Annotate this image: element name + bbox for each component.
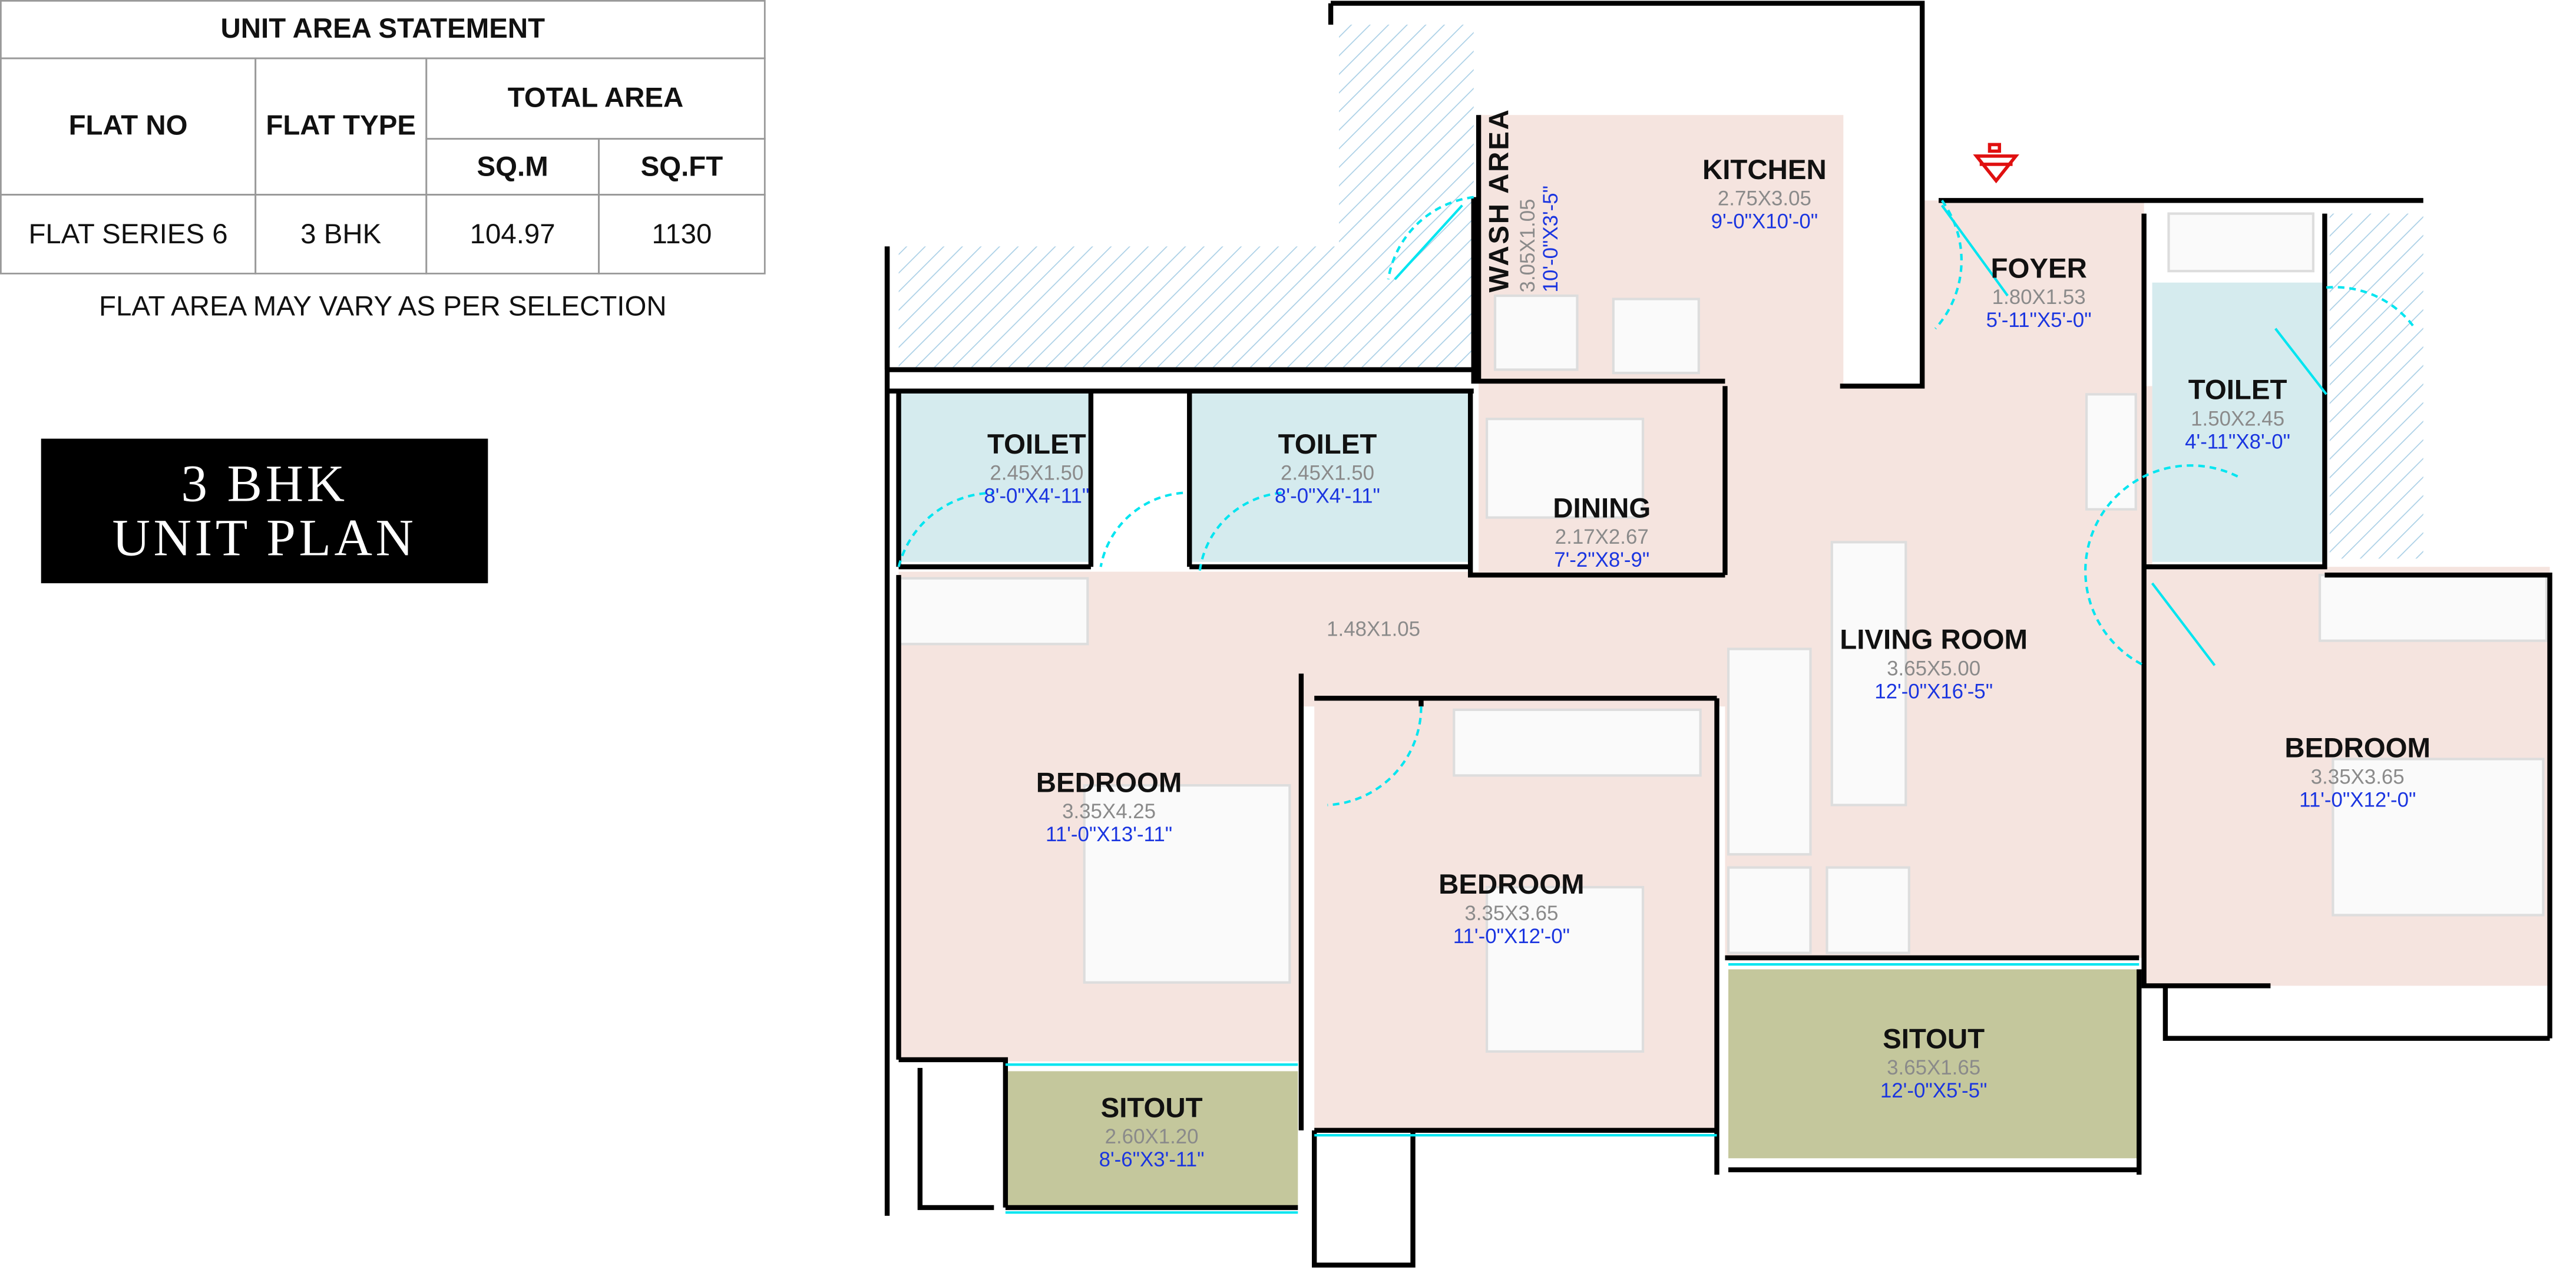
room-name: TOILET: [1278, 428, 1377, 460]
room-dim-imperial: 5'-11"X5'-0": [1986, 309, 2092, 332]
room-foyer: FOYER 1.80X1.53 5'-11"X5'-0": [1986, 253, 2092, 332]
room-dim-metric: 2.17X2.67: [1555, 525, 1649, 549]
unit-plan-badge: 3 BHK UNIT PLAN: [41, 438, 488, 584]
room-dim-imperial: 4'-11"X8'-0": [2185, 430, 2291, 454]
room-dim-metric: 3.35X3.65: [2310, 765, 2405, 789]
room-toilet-right: TOILET 1.50X2.45 4'-11"X8'-0": [2185, 375, 2290, 454]
furniture: [897, 212, 2548, 1053]
room-dim-metric: 2.60X1.20: [1105, 1125, 1199, 1149]
room-dim-metric: 2.45X1.50: [1281, 461, 1374, 485]
header-flat-type: FLAT TYPE: [254, 57, 428, 196]
room-dim-imperial: 11'-0"X12'-0": [2299, 788, 2416, 812]
room-wash-area: WASH AREA 3.05X1.05 10'-0"X3'-5": [1483, 108, 1562, 292]
room-dim-metric: 3.65X1.65: [1887, 1056, 1981, 1080]
room-name: BEDROOM: [1036, 767, 1182, 799]
badge-line-2: UNIT PLAN: [112, 507, 417, 567]
room-name: SITOUT: [1100, 1092, 1203, 1124]
badge-line-1: 3 BHK: [181, 453, 348, 513]
room-dim-metric: 3.05X1.05: [1516, 199, 1540, 293]
room-dim-imperial: 12'-0"X5'-5": [1880, 1079, 1988, 1103]
room-dim-imperial: 8'-0"X4'-11": [1275, 484, 1380, 508]
room-dim-imperial: 12'-0"X16'-5": [1874, 680, 1993, 703]
doors: [897, 196, 2416, 1214]
room-name: TOILET: [987, 428, 1086, 460]
room-name: LIVING ROOM: [1840, 624, 2028, 656]
room-sitout-mid: SITOUT 3.65X1.65 12'-0"X5'-5": [1880, 1024, 1988, 1103]
room-dim-imperial: 11'-0"X13'-11": [1046, 823, 1173, 847]
room-name: WASH AREA: [1483, 108, 1515, 293]
room-name: TOILET: [2188, 374, 2287, 406]
room-name: SITOUT: [1883, 1023, 1985, 1055]
header-sqft: SQ.FT: [598, 138, 766, 196]
room-dim-metric: 3.65X5.00: [1887, 657, 1981, 680]
room-dim-imperial: 10'-0"X3'-5": [1539, 185, 1563, 293]
walls: [884, 1, 2552, 1268]
room-dim-metric: 1.48X1.05: [1327, 617, 1421, 641]
room-dim-metric: 1.80X1.53: [1992, 286, 2086, 309]
cell-flat-no: FLAT SERIES 6: [0, 194, 257, 275]
room-name: FOYER: [1990, 253, 2087, 285]
room-toilet-2: TOILET 2.45X1.50 8'-0"X4'-11": [1275, 429, 1380, 508]
room-passage: 1.48X1.05: [1327, 618, 1420, 641]
room-dim-metric: 3.35X3.65: [1464, 902, 1559, 925]
room-living: LIVING ROOM 3.65X5.00 12'-0"X16'-5": [1840, 624, 2028, 703]
room-dim-metric: 3.35X4.25: [1062, 800, 1156, 824]
entry-marker-icon: [1973, 143, 2019, 184]
room-dim-metric: 2.45X1.50: [990, 461, 1084, 485]
room-dim-imperial: 11'-0"X12'-0": [1453, 925, 1570, 948]
room-sitout-left: SITOUT 2.60X1.20 8'-6"X3'-11": [1099, 1093, 1205, 1172]
room-name: BEDROOM: [2284, 732, 2431, 764]
unit-area-statement-table: UNIT AREA STATEMENT FLAT NO FLAT TYPE TO…: [0, 0, 766, 275]
room-dim-imperial: 7'-2"X8'-9": [1554, 548, 1650, 572]
room-dim-metric: 1.50X2.45: [2191, 407, 2285, 431]
room-kitchen: KITCHEN 2.75X3.05 9'-0"X10'-0": [1702, 154, 1827, 233]
room-name: DINING: [1553, 492, 1651, 524]
cell-flat-type: 3 BHK: [254, 194, 428, 275]
room-dim-metric: 2.75X3.05: [1717, 187, 1811, 210]
room-name: BEDROOM: [1439, 869, 1585, 901]
room-toilet-1: TOILET 2.45X1.50 8'-0"X4'-11": [984, 429, 1089, 508]
cell-sqm: 104.97: [425, 194, 600, 275]
room-bedroom-right: BEDROOM 3.35X3.65 11'-0"X12'-0": [2284, 733, 2430, 812]
area-note: FLAT AREA MAY VARY AS PER SELECTION: [99, 290, 667, 322]
cell-sqft: 1130: [598, 194, 766, 275]
room-dim-imperial: 8'-6"X3'-11": [1099, 1148, 1205, 1172]
room-bedroom-mid: BEDROOM 3.35X3.65 11'-0"X12'-0": [1439, 869, 1585, 948]
room-dining: DINING 2.17X2.67 7'-2"X8'-9": [1553, 493, 1651, 572]
room-dim-imperial: 8'-0"X4'-11": [984, 484, 1090, 508]
room-name: KITCHEN: [1702, 154, 1827, 186]
room-bedroom-left: BEDROOM 3.35X4.25 11'-0"X13'-11": [1036, 767, 1182, 846]
room-dim-imperial: 9'-0"X10'-0": [1711, 210, 1818, 234]
